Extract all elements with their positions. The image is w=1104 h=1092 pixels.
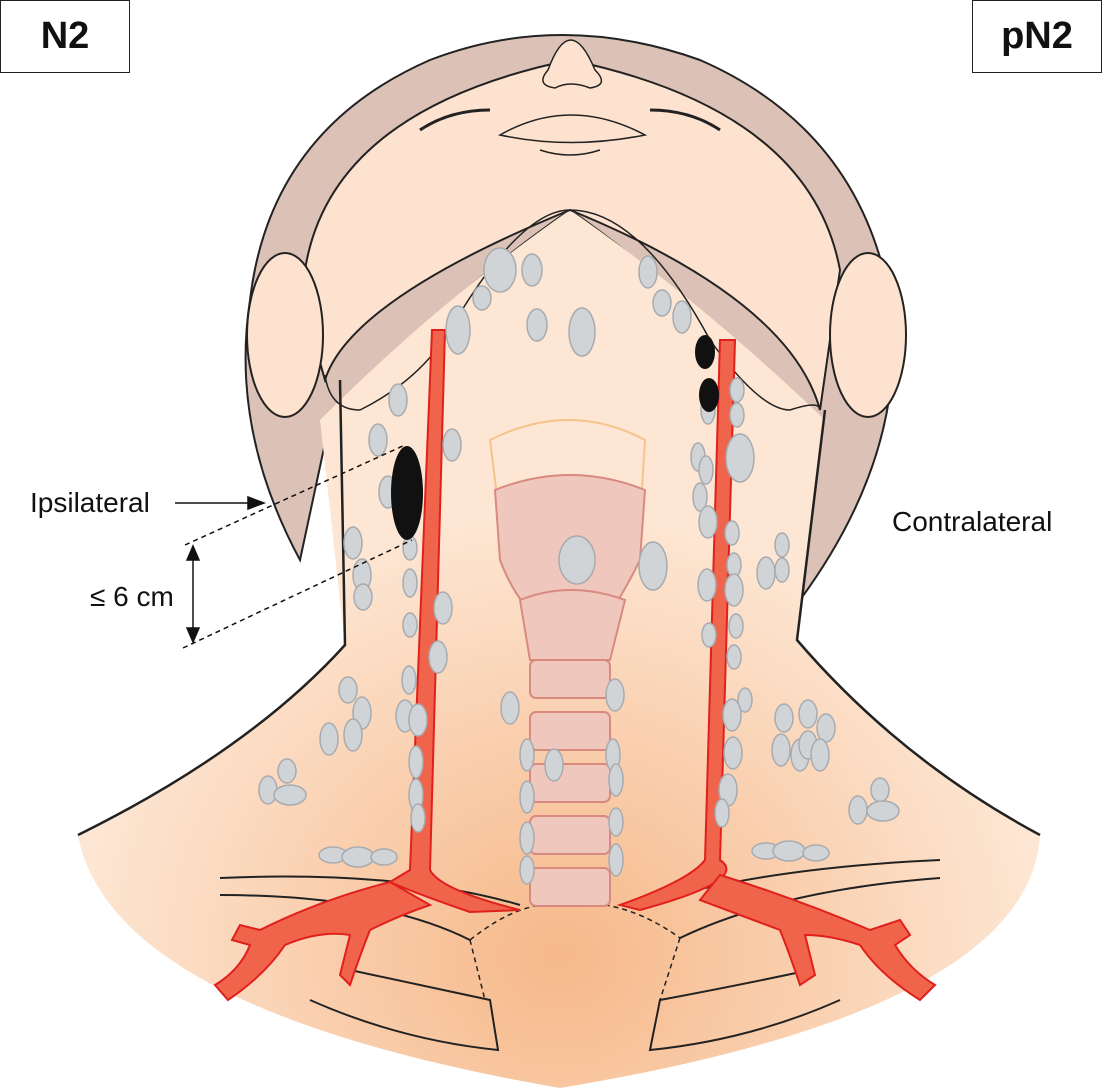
right-ear — [829, 252, 907, 418]
lymph-node — [608, 807, 624, 837]
lymph-node — [870, 777, 890, 803]
lymph-nodes — [258, 247, 900, 885]
lymph-node — [338, 676, 358, 704]
lymph-node — [402, 568, 418, 598]
stage-label-pn2: pN2 — [972, 0, 1102, 73]
lymph-node — [724, 573, 744, 607]
lymph-node — [608, 763, 624, 797]
lymph-node — [772, 840, 806, 862]
lymph-node — [343, 526, 363, 560]
lymph-node — [526, 308, 548, 342]
lymph-node — [519, 738, 535, 772]
lymph-node — [771, 733, 791, 767]
lymph-node — [698, 455, 714, 485]
lymph-node — [652, 289, 672, 317]
lymph-node — [672, 300, 692, 334]
lymph-node — [810, 738, 830, 772]
lymph-node — [605, 678, 625, 712]
lymph-node — [774, 703, 794, 733]
lymph-node — [725, 433, 755, 483]
lymph-node — [273, 784, 307, 806]
lymph-node — [848, 795, 868, 825]
lymph-node — [388, 383, 408, 417]
lymph-node — [519, 780, 535, 814]
left-ear — [246, 252, 324, 418]
lymph-node — [472, 285, 492, 311]
ipsilateral-metastatic-node — [391, 446, 423, 540]
lymph-node — [608, 843, 624, 877]
lymph-node — [724, 520, 740, 546]
lymph-node — [729, 402, 745, 428]
contralateral-label: Contralateral — [892, 506, 1053, 537]
lymph-node — [401, 665, 417, 695]
lymph-node — [568, 307, 596, 357]
lymph-node — [445, 305, 471, 355]
lymph-node — [698, 505, 718, 539]
lymph-node — [521, 253, 543, 287]
lymph-node — [697, 568, 717, 602]
size-measurement — [175, 444, 413, 649]
contralateral-metastatic-node — [699, 378, 719, 412]
lymph-node — [866, 800, 900, 822]
tracheal-ring — [529, 659, 611, 699]
lymph-node — [544, 748, 564, 782]
lymph-node — [723, 736, 743, 770]
lymph-node — [714, 798, 730, 828]
tracheal-ring — [529, 711, 611, 751]
lymph-node — [722, 698, 742, 732]
lymph-node — [519, 855, 535, 885]
lymph-node — [802, 844, 830, 862]
lymph-node — [319, 722, 339, 756]
lymph-node — [483, 247, 517, 293]
lymph-node — [353, 583, 373, 611]
lymph-node — [638, 541, 668, 591]
size-limit-label: ≤ 6 cm — [90, 581, 174, 612]
lymph-node — [726, 644, 742, 670]
lymph-node — [442, 428, 462, 462]
lymph-node — [410, 803, 426, 833]
lymph-node — [737, 687, 753, 713]
tracheal-ring — [529, 763, 611, 803]
lymph-node — [774, 557, 790, 583]
lymph-node — [408, 703, 428, 737]
mouth — [497, 114, 648, 156]
lymph-node — [277, 758, 297, 784]
lymph-node — [368, 423, 388, 457]
lymph-node — [638, 255, 658, 289]
lymph-node — [774, 532, 790, 558]
lymph-node — [370, 848, 398, 866]
lymph-node — [519, 821, 535, 855]
lymph-node — [500, 691, 520, 725]
stage-label-n2: N2 — [0, 0, 130, 73]
lymph-node — [798, 699, 818, 729]
lymph-node — [341, 846, 375, 868]
eyes — [419, 108, 721, 132]
tracheal-ring — [529, 867, 611, 907]
lymph-node — [816, 713, 836, 743]
face — [303, 58, 842, 411]
lymph-node — [756, 556, 776, 590]
lymph-node — [433, 591, 453, 625]
lymph-node — [428, 640, 448, 674]
lymph-node — [729, 377, 745, 403]
lymph-node — [408, 745, 424, 779]
ipsilateral-label: Ipsilateral — [30, 487, 150, 518]
jaw-line — [324, 209, 821, 411]
lymph-node — [728, 613, 744, 639]
lymph-node — [343, 718, 363, 752]
lymph-node — [258, 775, 278, 805]
lymph-node — [558, 535, 596, 585]
nose — [542, 39, 603, 89]
contralateral-metastatic-node — [695, 335, 715, 369]
lymph-node — [701, 622, 717, 648]
larynx-trachea — [488, 419, 647, 907]
tracheal-ring — [529, 815, 611, 855]
lymph-node — [402, 612, 418, 638]
lymph-node — [692, 482, 708, 512]
